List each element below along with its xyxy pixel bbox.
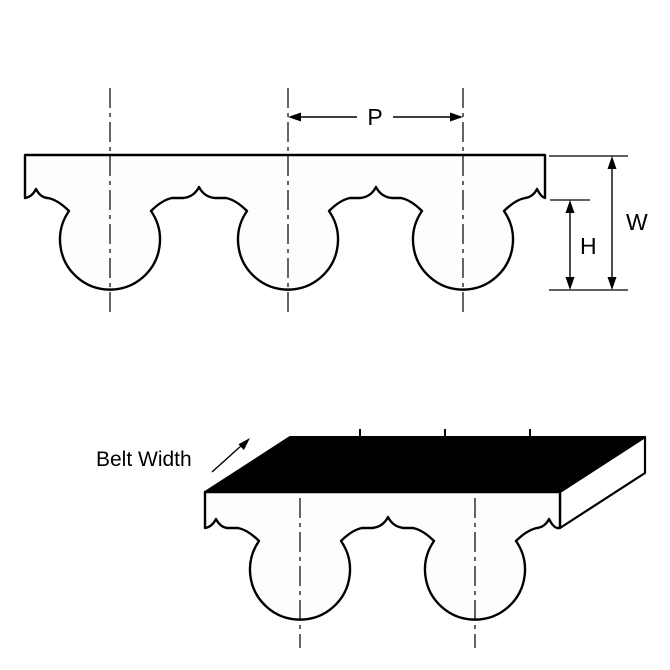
pitch-arrowhead-left [288, 112, 301, 122]
height-arrowhead-top [565, 200, 575, 213]
width-arrowhead-bottom [607, 277, 617, 290]
height-dimension: H [565, 200, 597, 290]
belt-width-callout: Belt Width [96, 438, 250, 473]
width-dimension-label: W [626, 209, 648, 235]
belt-width-label: Belt Width [96, 448, 192, 471]
width-dimension: W [607, 156, 648, 290]
belt-width-arrowhead [238, 438, 250, 450]
belt-width-leader-line [211, 444, 243, 473]
top-view-profile: P W H [23, 88, 648, 315]
belt-profile-outline [23, 153, 547, 291]
height-arrowhead-bottom [565, 277, 575, 290]
height-dimension-label: H [580, 233, 597, 259]
pitch-arrowhead-right [450, 112, 463, 122]
pitch-dimension-label: P [367, 104, 382, 130]
width-arrowhead-top [607, 156, 617, 169]
belt-front-face-profile [203, 490, 562, 621]
bottom-view-perspective: Belt Width [96, 429, 647, 648]
pitch-dimension: P [288, 104, 463, 130]
